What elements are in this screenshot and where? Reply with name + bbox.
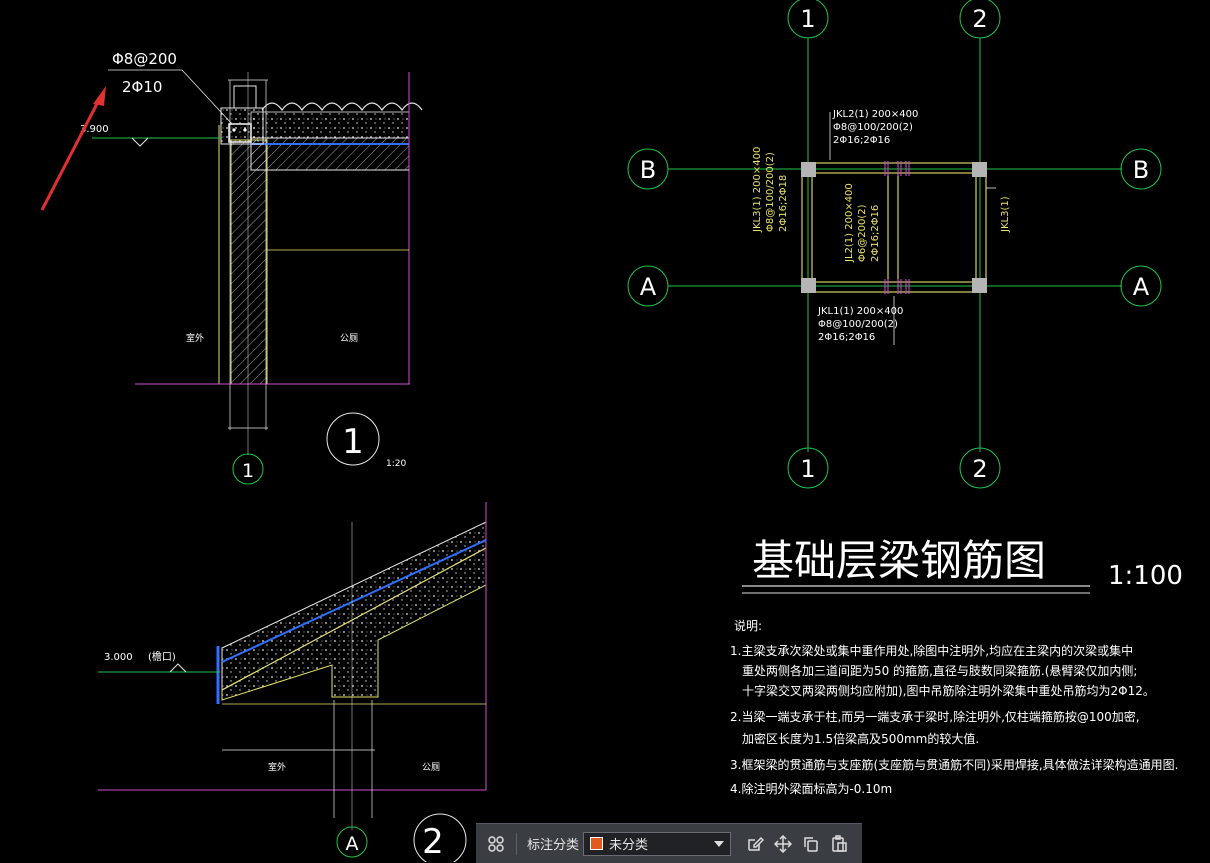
svg-text:2: 2 [972,455,987,483]
paste-icon[interactable] [825,830,853,858]
toolbar-divider [516,832,517,855]
grid-apps-icon[interactable] [482,830,510,858]
annotation-category-select[interactable]: 未分类 [583,831,732,856]
beam-label-jkl1: JKL1(1) 200×400 Φ8@100/200(2) 2Φ16;2Φ16 [817,306,903,343]
edit-icon[interactable] [741,830,769,858]
svg-text:基础层梁钢筋图: 基础层梁钢筋图 [752,536,1046,585]
copy-icon[interactable] [797,830,825,858]
svg-text:1: 1 [800,5,815,33]
move-icon[interactable] [769,830,797,858]
svg-text:重处两侧各加三道间距为50 的箍筋,直径与肢数同梁箍筋.(悬: 重处两侧各加三道间距为50 的箍筋,直径与肢数同梁箍筋.(悬臂梁仅加内侧; [742,663,1137,678]
svg-text:1: 1 [800,455,815,483]
svg-text:公厕: 公厕 [340,333,358,344]
axis-bubble-bottom-2: 2 [959,447,1001,489]
svg-text:1.主梁支承次梁处或集中重作用处,除图中注明外,均应在主梁内: 1.主梁支承次梁处或集中重作用处,除图中注明外,均应在主梁内的次梁或集中 [730,643,1133,658]
axis-bubble-top-2: 2 [959,0,1001,39]
svg-text:Φ8@100/200(2): Φ8@100/200(2) [833,122,913,133]
svg-text:室外: 室外 [268,761,286,773]
svg-text:B: B [1133,156,1149,184]
svg-text:JKL2(1) 200×400: JKL2(1) 200×400 [832,109,918,120]
axis-bubble-bottom-1: 1 [787,447,829,489]
svg-text:3.000: 3.000 [104,652,133,663]
svg-text:Φ6@200(2): Φ6@200(2) [857,204,868,262]
axis-bubble-left-A: A [627,265,669,307]
svg-text:Φ8@100/200(2): Φ8@100/200(2) [818,319,898,330]
svg-text:(檐口): (檐口) [148,650,176,663]
svg-text:2Φ16;2Φ18: 2Φ16;2Φ18 [778,175,789,232]
svg-text:JKL1(1) 200×400: JKL1(1) 200×400 [817,306,903,317]
axis-bubble-right-A: A [1120,265,1162,307]
design-notes: 说明: 1.主梁支承次梁处或集中重作用处,除图中注明外,均应在主梁内的次梁或集中… [730,618,1178,796]
category-color-swatch [590,837,604,850]
columns [801,162,987,293]
svg-text:3.900: 3.900 [80,124,109,135]
beam-label-jkl3-right: JKL3(1) [1000,196,1011,233]
svg-text:1:100: 1:100 [1108,561,1183,591]
hanger-rebar-marks [884,161,910,294]
drawing-title: 基础层梁钢筋图 1:100 [742,536,1183,594]
svg-text:公厕: 公厕 [422,762,440,773]
beam-label-jkl2: JKL2(1) 200×400 Φ8@100/200(2) 2Φ16;2Φ16 [832,109,918,146]
axis-bubble-right-B: B [1120,148,1162,190]
annotation-category-value: 未分类 [609,838,649,853]
svg-text:JL2(1) 200×400: JL2(1) 200×400 [844,183,855,263]
svg-text:1: 1 [342,422,364,462]
svg-text:A: A [346,833,359,855]
detail-1-section: 3.900 Φ8@200 2Φ10 室外 公厕 1 1:20 1 [40,50,423,485]
svg-text:1:20: 1:20 [386,459,406,469]
chevron-down-icon [714,840,725,847]
svg-text:加密区长度为1.5倍梁高及500mm的较大值.: 加密区长度为1.5倍梁高及500mm的较大值. [742,731,979,746]
beam-label-jkl3-left: JKL3(1) 200×400 Φ8@100/200(2) 2Φ16;2Φ18 [752,147,789,233]
svg-text:B: B [640,156,656,184]
svg-text:Φ8@200: Φ8@200 [112,50,177,68]
svg-text:2.当梁一端支承于柱,而另一端支承于梁时,除注明外,仅柱端箍: 2.当梁一端支承于柱,而另一端支承于梁时,除注明外,仅柱端箍筋按@100加密, [730,709,1140,724]
svg-text:2Φ16;2Φ16: 2Φ16;2Φ16 [833,135,890,146]
svg-text:2: 2 [422,822,444,862]
beam-outlines [801,162,987,293]
svg-text:A: A [1133,273,1150,301]
annotation-category-label: 标注分类 [527,838,580,853]
svg-text:说明:: 说明: [734,618,762,633]
annotation-toolbar: 标注分类 未分类 [476,823,862,863]
svg-text:4.除注明外梁面标高为-0.10m: 4.除注明外梁面标高为-0.10m [730,781,892,796]
beam-label-jl2: JL2(1) 200×400 Φ6@200(2) 2Φ16;2Φ16 [844,183,881,263]
svg-text:2Φ16;2Φ16: 2Φ16;2Φ16 [818,332,875,343]
svg-text:JKL3(1) 200×400: JKL3(1) 200×400 [752,147,763,233]
svg-text:1: 1 [242,460,254,482]
svg-text:室外: 室外 [186,332,204,344]
svg-text:十字梁交叉两梁两侧均应附加),图中吊筋除注明外梁集中重处吊筋: 十字梁交叉两梁两侧均应附加),图中吊筋除注明外梁集中重处吊筋均为2Φ12。 [742,683,1155,698]
svg-text:A: A [640,273,657,301]
axis-bubble-top-1: 1 [787,0,829,39]
axis-bubble-left-B: B [627,148,669,190]
svg-text:Φ8@100/200(2): Φ8@100/200(2) [765,152,776,232]
svg-text:3.框架梁的贯通筋与支座筋(支座筋与贯通筋不同)采用焊接,具: 3.框架梁的贯通筋与支座筋(支座筋与贯通筋不同)采用焊接,具体做法详梁构造通用图… [730,757,1178,772]
svg-text:2Φ10: 2Φ10 [122,78,162,96]
svg-text:2Φ16;2Φ16: 2Φ16;2Φ16 [870,205,881,262]
detail-2-section: 3.000 (檐口) 室外 公厕 A 2 [98,502,487,862]
beam-plan: 1 2 1 2 B B A A [627,0,1162,489]
svg-text:2: 2 [972,5,987,33]
